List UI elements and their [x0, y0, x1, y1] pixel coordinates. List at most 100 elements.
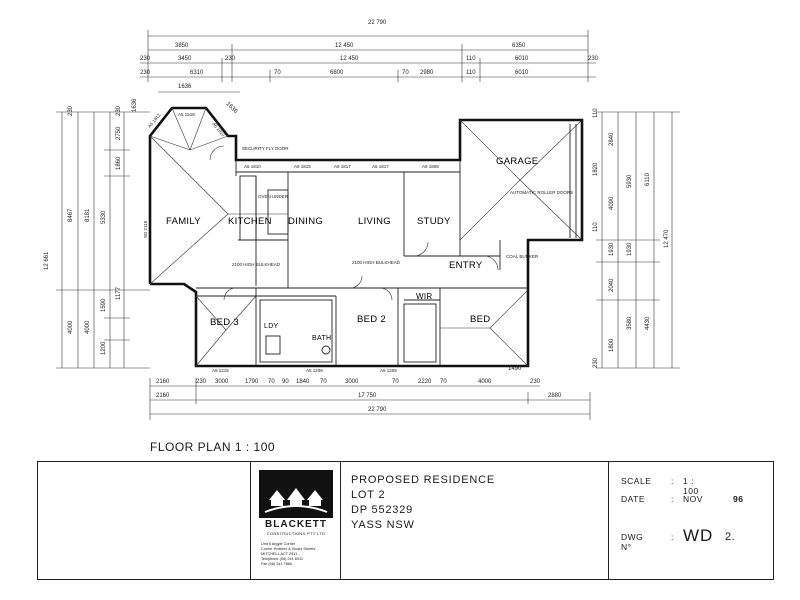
svg-text:6010: 6010: [515, 70, 529, 76]
room-kitchen: KITCHEN: [228, 216, 272, 227]
scale-label: SCALE: [621, 476, 652, 486]
floor-plan-drawing: 22 790 3850 12 450 6350 230 3450 230 12 …: [44, 20, 680, 420]
dim-bottom-overall: 22 790: [368, 407, 387, 413]
svg-text:4090: 4090: [609, 196, 615, 210]
svg-text:5330: 5330: [101, 210, 107, 224]
dwg-sheet: 2.: [725, 531, 736, 543]
svg-text:1177: 1177: [116, 286, 122, 300]
company-name: BLACKETT: [265, 519, 327, 530]
svg-text:230: 230: [530, 379, 541, 385]
room-family: FAMILY: [166, 216, 201, 227]
date-label: DATE: [621, 494, 646, 504]
svg-text:1590: 1590: [101, 298, 107, 312]
room-study: STUDY: [417, 216, 451, 227]
svg-text:5930: 5930: [627, 174, 633, 188]
project-info-cell: PROPOSED RESIDENCE LOT 2 DP 552329 YASS …: [340, 462, 608, 579]
svg-text:4430: 4430: [645, 316, 651, 330]
svg-text:70: 70: [320, 379, 327, 385]
svg-text:3000: 3000: [215, 379, 229, 385]
svg-text:230: 230: [225, 56, 236, 62]
project-location: YASS NSW: [351, 519, 415, 531]
scale-value: 1 : 100: [683, 476, 699, 496]
room-bath: BATH: [312, 335, 331, 342]
note-bulkhead-1: 2100 HIGH BULKHEAD: [232, 262, 281, 267]
dim-left-col3: 5330 1590 1200: [101, 210, 107, 355]
company-address: MITCHELL ACT 2911: [261, 552, 298, 556]
dim-right-col4: 110 1820 110 230: [593, 108, 599, 368]
svg-text:8467: 8467: [68, 208, 74, 222]
svg-text:2160: 2160: [156, 379, 170, 385]
window-code: A5 1518: [178, 112, 195, 117]
project-dp: DP 552329: [351, 504, 414, 516]
company-address: Unit 6 Argyle Corner: [261, 542, 296, 546]
room-labels: FAMILY KITCHEN DINING LIVING STUDY GARAG…: [166, 156, 538, 342]
dim-right-outer: 12 470: [664, 229, 670, 248]
floor-plan-title: FLOOR PLAN 1 : 100: [150, 440, 276, 454]
svg-text:230: 230: [588, 56, 599, 62]
svg-text:230: 230: [140, 56, 151, 62]
svg-text:3850: 3850: [175, 43, 189, 49]
svg-text:2750: 2750: [116, 126, 122, 140]
dim-bottom-row1: 2160 230 3000 1790 70 90 1840 70 3000 70…: [156, 366, 541, 385]
room-bed3: BED 3: [210, 317, 239, 328]
svg-text:12 450: 12 450: [335, 43, 354, 49]
window-code: A5 1215: [212, 368, 229, 373]
svg-text:1930: 1930: [609, 242, 615, 256]
note-oven: OVEN UNDER: [258, 194, 289, 199]
window-code: A5 1817: [372, 164, 389, 169]
dwg-value: WD: [683, 526, 714, 545]
svg-text:90: 90: [282, 379, 289, 385]
svg-text:6800: 6800: [330, 70, 344, 76]
note-bulkhead-2: 2100 HIGH BULKHEAD: [352, 260, 401, 265]
room-bed: BED: [470, 314, 490, 325]
drawing-meta-cell: SCALE : 1 : 100 DATE : NOV 96 DWG N° : W…: [608, 462, 773, 579]
dim-top-row3: 230 6310 70 6800 70 2980 110 6010: [140, 70, 529, 76]
company-address: Fax (06) 241 7866: [261, 562, 293, 566]
svg-text:4000: 4000: [478, 379, 492, 385]
dim-bottom-row2: 2160 17 750 2880: [156, 393, 562, 399]
svg-text:2160: 2160: [156, 393, 170, 399]
date-value: NOV: [683, 494, 703, 504]
svg-text:2220: 2220: [418, 379, 432, 385]
dwg-label: DWG N°: [621, 532, 644, 552]
svg-text:70: 70: [274, 70, 281, 76]
svg-text:6310: 6310: [190, 70, 204, 76]
dim-left-col2: 8181 4000: [85, 208, 91, 334]
svg-text:4000: 4000: [68, 320, 74, 334]
room-ldy: LDY: [264, 323, 279, 330]
svg-text:12 450: 12 450: [340, 56, 359, 62]
svg-text:230: 230: [593, 357, 599, 368]
right-dimensions: [596, 111, 680, 369]
svg-text:1840: 1840: [296, 379, 310, 385]
dim-small-1: 1636: [178, 84, 192, 90]
house-logo-icon: [264, 488, 328, 513]
company-logo-cell: BLACKETT CONSTRUCTIONS PTY LTD Unit 6 Ar…: [250, 462, 340, 579]
window-code: SD 2118: [143, 220, 148, 238]
window-code: A5 1817: [334, 164, 351, 169]
note-auto-doors: AUTOMATIC ROLLER DOORS: [510, 190, 573, 195]
svg-text:1790: 1790: [245, 379, 259, 385]
dim-small-2: 1636: [132, 98, 138, 112]
svg-text:2840: 2840: [609, 132, 615, 146]
room-dining: DINING: [288, 216, 323, 227]
svg-text:17 750: 17 750: [358, 393, 377, 399]
svg-text:2880: 2880: [548, 393, 562, 399]
dim-right-col3: 2840 4090 1930 2040 1800: [609, 132, 615, 352]
dim-left-overall: 12 661: [44, 251, 50, 270]
svg-text:6350: 6350: [512, 43, 526, 49]
note-coal-bunker: COAL BUNKER: [506, 254, 539, 259]
window-code: A5 1815: [294, 164, 311, 169]
dim-left-col1: 8467 4000 230: [68, 105, 74, 334]
room-living: LIVING: [358, 216, 391, 227]
note-security-door: SECURITY FLY DOOR: [242, 146, 289, 151]
left-dimensions: [56, 111, 150, 369]
svg-text:3450: 3450: [178, 56, 192, 62]
room-entry: ENTRY: [449, 260, 483, 271]
dim-left-col4: 2750 1860 1177 230: [116, 105, 122, 300]
svg-text:4000: 4000: [85, 320, 91, 334]
dim-right-col1: 6110 4430: [645, 172, 651, 330]
svg-text:110: 110: [466, 56, 476, 62]
room-garage: GARAGE: [496, 156, 538, 167]
plan-notes: SECURITY FLY DOOR OVEN UNDER AUTOMATIC R…: [143, 112, 573, 373]
room-wir: WIR: [416, 292, 432, 301]
